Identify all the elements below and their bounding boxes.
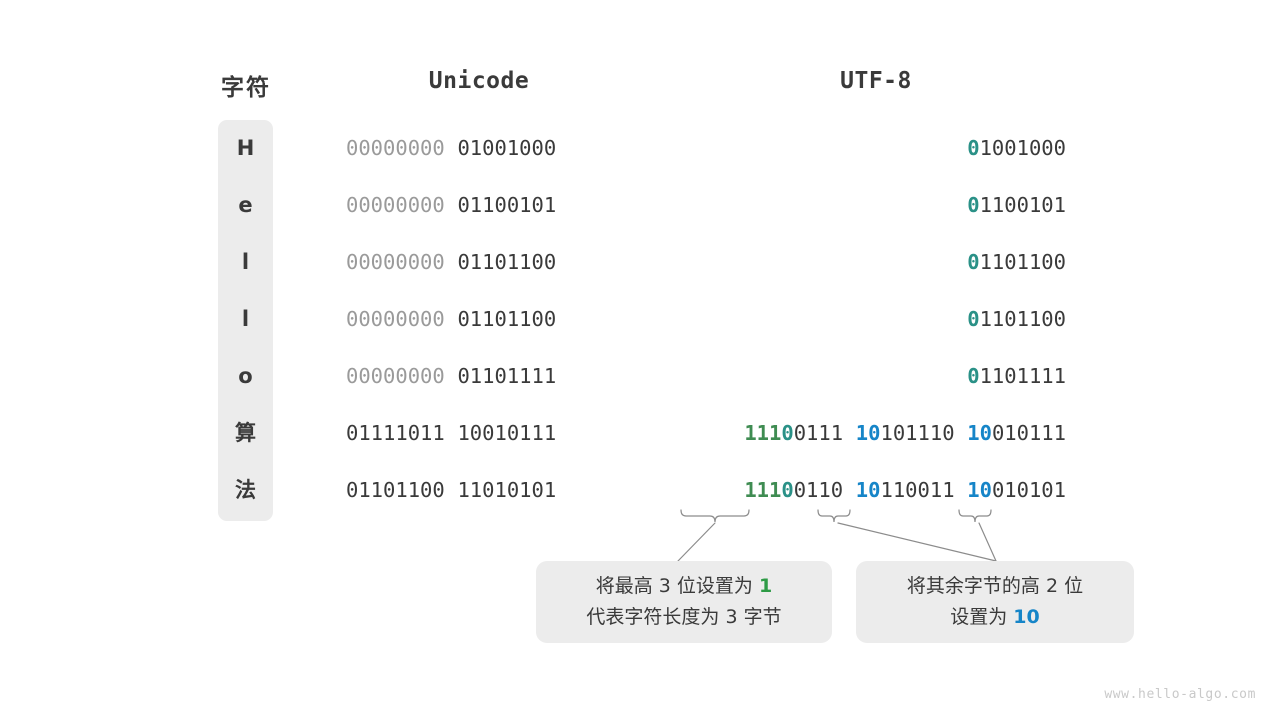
callout-1-line-2: 代表字符长度为 3 字节 <box>586 606 782 628</box>
character-cell: o <box>238 364 253 388</box>
character-cell: 法 <box>235 478 256 502</box>
leader-line-2 <box>837 522 997 562</box>
brace-first-byte <box>680 509 750 523</box>
callout-1-highlight: 1 <box>758 575 773 597</box>
callout-continuation-bits: 将其余字节的高 2 位 设置为 10 <box>856 561 1134 643</box>
column-header-character: 字符 <box>221 75 271 101</box>
character-cell: 算 <box>235 421 256 445</box>
character-column-box <box>218 120 273 521</box>
leader-line-1 <box>677 522 716 562</box>
character-cell: e <box>238 193 253 217</box>
callout-2-line-2: 设置为 10 <box>950 602 1040 633</box>
utf8-binary-cell: 01101111 <box>967 364 1066 388</box>
callout-highest-bits: 将最高 3 位设置为 1 代表字符长度为 3 字节 <box>536 561 832 643</box>
callout-1-line-1: 将最高 3 位设置为 1 <box>596 571 772 602</box>
callout-2-line-1: 将其余字节的高 2 位 <box>906 575 1084 597</box>
character-cell: H <box>236 136 255 160</box>
character-cell: l <box>241 250 250 274</box>
utf8-binary-cell: 01101100 <box>967 250 1066 274</box>
callout-2-line-2-text: 设置为 <box>950 606 1014 628</box>
callout-1-line-1-text: 将最高 3 位设置为 <box>595 575 759 597</box>
column-header-unicode: Unicode <box>428 68 530 94</box>
watermark: www.hello-algo.com <box>1104 687 1256 702</box>
character-cell: l <box>241 307 250 331</box>
utf8-binary-cell: 01001000 <box>967 136 1066 160</box>
column-header-utf8: UTF-8 <box>840 68 912 94</box>
callout-2-highlight: 10 <box>1013 606 1040 628</box>
leader-line-3 <box>978 522 997 562</box>
utf8-binary-cell: 01101100 <box>967 307 1066 331</box>
utf8-binary-cell: 01100101 <box>967 193 1066 217</box>
